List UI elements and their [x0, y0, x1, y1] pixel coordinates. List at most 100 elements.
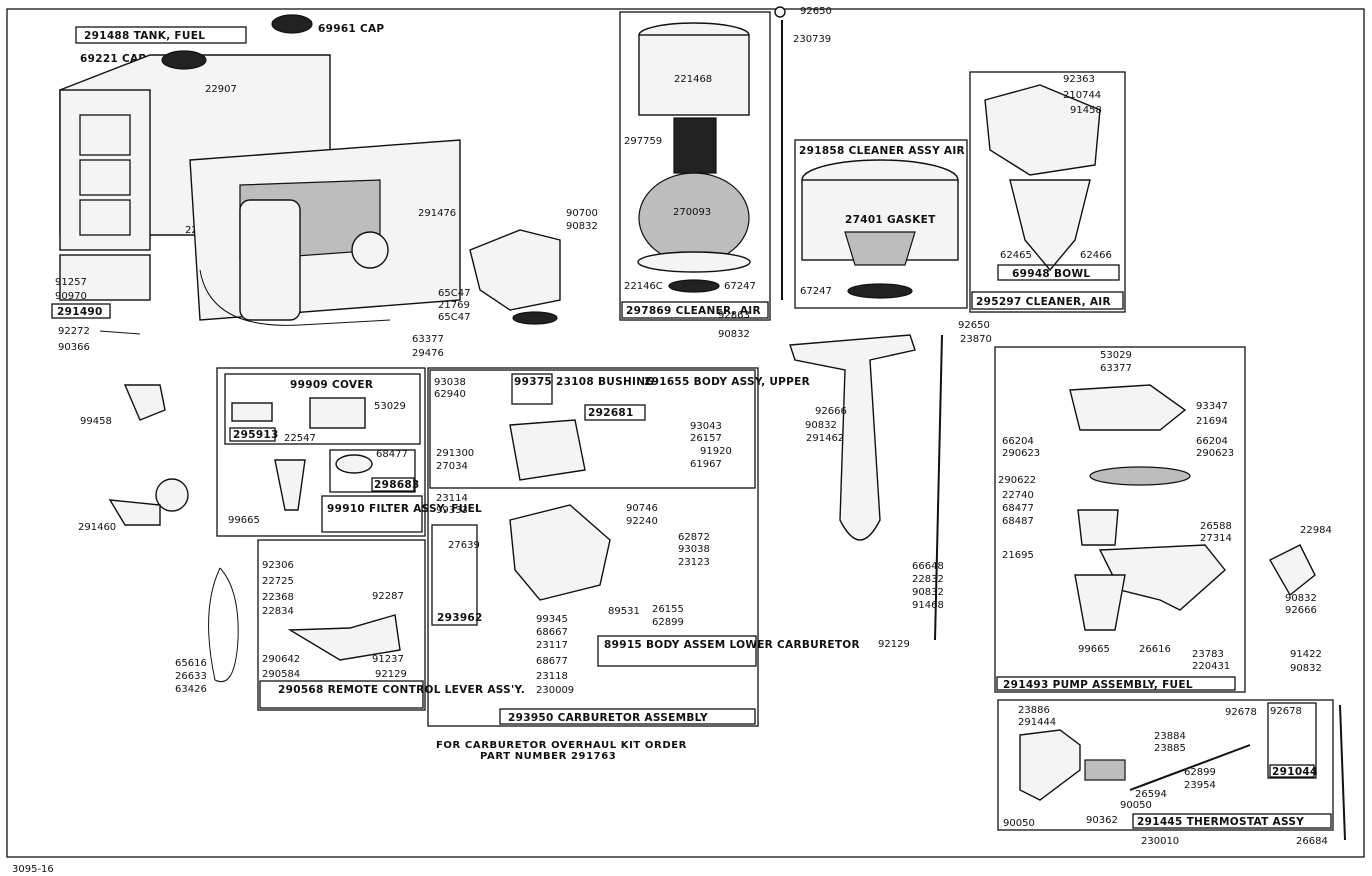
pn-26594: 26594 [1135, 789, 1167, 800]
thermostat-box [997, 699, 1334, 831]
cover-caption: 99909 COVER [290, 379, 373, 391]
cleaner-air-1-caption: 297869 CLEANER, AIR [626, 305, 761, 317]
choke-rod [1339, 704, 1346, 841]
pn-27639: 27639 [448, 540, 480, 551]
remote-caption: 290568 REMOTE CONTROL LEVER ASS'Y. [278, 684, 525, 696]
body-upper-box [429, 369, 756, 489]
thermostat-caption: 291445 THERMOSTAT ASSY [1137, 816, 1304, 828]
fuel-pump-group: 53029 63377 93347 21694 66204 290623 662… [994, 346, 1332, 693]
cover-valve [309, 397, 366, 429]
pn-90970: 90970 [55, 291, 87, 302]
body-upper-sub-box [584, 404, 646, 421]
pn-93038-b: 93038 [678, 544, 710, 555]
thermostat-bracket [1019, 729, 1081, 801]
pn-92863: 92863 [718, 310, 750, 321]
pn-62899-a: 62899 [652, 617, 684, 628]
pn-90832-e: 90832 [1285, 593, 1317, 604]
filter-bowl [335, 454, 373, 474]
bowl-shape [1009, 179, 1091, 272]
pn-230739: 230739 [793, 34, 831, 45]
body-lower-box [597, 635, 757, 667]
pn-67247-a: 67247 [724, 281, 756, 292]
overhaul-note-line2: PART NUMBER 291763 [480, 751, 616, 762]
cover-part [231, 402, 273, 422]
pn-21694: 21694 [1196, 416, 1228, 427]
pn-90832-f: 90832 [1290, 663, 1322, 674]
pn-90050-a: 90050 [1120, 800, 1152, 811]
pn-23114: 23114 [436, 493, 468, 504]
pn-22984: 22984 [1300, 525, 1332, 536]
pn-90366: 90366 [58, 342, 90, 353]
pn-92666-a: 92666 [815, 406, 847, 417]
pn-230010: 230010 [1141, 836, 1179, 847]
bushing-caption: 99375 23108 BUSHING [514, 376, 654, 388]
pn-291460: 291460 [78, 522, 116, 533]
pn-22146C: 22146C [624, 281, 663, 292]
pump-clip [1074, 574, 1126, 631]
remote-caption-box [259, 680, 424, 709]
carburetor-group: 99375 23108 BUSHING 291655 BODY ASSY, UP… [427, 367, 860, 727]
pn-63377: 63377 [412, 334, 444, 345]
engine-port [351, 231, 389, 269]
pn-90832-a: 90832 [566, 221, 598, 232]
tank-sub-caption: 291490 [57, 306, 103, 318]
pump-caption: 291493 PUMP ASSEMBLY, FUEL [1003, 679, 1193, 691]
bracket-99458 [123, 384, 166, 421]
pn-22368: 22368 [262, 592, 294, 603]
pn-91458: 91458 [1070, 105, 1102, 116]
pn-290623-b: 290623 [1196, 448, 1234, 459]
filter-sub-caption: 298683 [374, 479, 420, 491]
elbow-gasket [512, 311, 558, 325]
pn-68487: 68487 [1002, 516, 1034, 527]
pn-22834: 22834 [262, 606, 294, 617]
pn-22547: 22547 [284, 433, 316, 444]
pn-53029-b: 53029 [1100, 350, 1132, 361]
cover-outer-box [216, 367, 426, 537]
pn-26588: 26588 [1200, 521, 1232, 532]
pn-92240: 92240 [626, 516, 658, 527]
pn-92287: 92287 [372, 591, 404, 602]
cleaner-air-1-box [619, 11, 771, 321]
misc-left-group: 99458 291460 65616 26633 63426 [78, 384, 239, 695]
disc-291460 [155, 478, 189, 512]
pn-22725: 22725 [262, 576, 294, 587]
thermostat-sub-caption-box [1269, 764, 1315, 778]
pn-23870: 23870 [960, 334, 992, 345]
cleaner-gasket [668, 279, 720, 293]
body-upper-caption: 291655 BODY ASSY, UPPER [644, 376, 810, 388]
pn-65C47-b: 65C47 [438, 312, 470, 323]
cleaner-stud [673, 117, 717, 174]
tank-panel-3 [79, 199, 131, 236]
body-upper-sub-caption: 292681 [588, 407, 634, 419]
pn-68667: 68667 [536, 627, 568, 638]
cleaner-lid [638, 34, 750, 116]
pn-22907: 22907 [205, 84, 237, 95]
pump-caption-box [996, 676, 1236, 691]
pn-67247-b: 67247 [800, 286, 832, 297]
tank-cap-icon [161, 50, 207, 70]
thermostat-group: 23886 291444 92678 92678 291044 23884 23… [997, 699, 1346, 847]
pn-61967: 61967 [690, 459, 722, 470]
pn-92650-b: 92650 [958, 320, 990, 331]
cover-group: 99909 COVER 295913 53029 22547 68477 298… [216, 367, 482, 537]
pn-230009: 230009 [536, 685, 574, 696]
fuel-tank-group: 291488 TANK, FUEL 69961 CAP 69221 CAP 22… [51, 14, 598, 359]
cleaner-air-2-caption: 295297 CLEANER, AIR [976, 296, 1111, 308]
pn-90832-d: 90832 [912, 587, 944, 598]
gasket-caption: 27401 GASKET [845, 214, 936, 226]
pn-93347: 93347 [1196, 401, 1228, 412]
pn-92666-b: 92666 [1285, 605, 1317, 616]
pn-291444: 291444 [1018, 717, 1056, 728]
fuel-pump-box [994, 346, 1246, 693]
pn-91468: 91468 [912, 600, 944, 611]
pn-63377-b: 63377 [1100, 363, 1132, 374]
tank-panel-1 [79, 114, 131, 156]
cleaner3-head [984, 84, 1101, 176]
pn-53029-a: 53029 [374, 401, 406, 412]
pn-270093: 270093 [673, 207, 711, 218]
lever-291460 [108, 499, 161, 526]
cleaner-air-2-box [969, 71, 1126, 313]
remote-lever-box [257, 539, 426, 711]
pn-221468: 221468 [674, 74, 712, 85]
cleaner-assy-air-group: 291858 CLEANER ASSY AIR 27401 GASKET 672… [794, 139, 968, 309]
